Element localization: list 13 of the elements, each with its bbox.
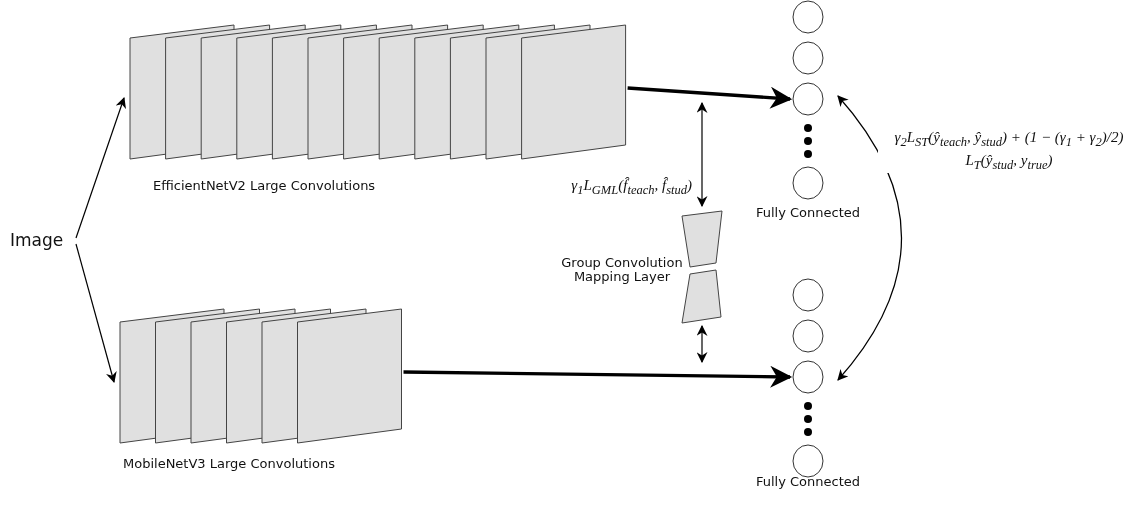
arrow bbox=[403, 365, 793, 388]
network-caption: MobileNetV3 Large Convolutions bbox=[123, 456, 335, 471]
arrow bbox=[627, 86, 793, 109]
input-label: Image bbox=[10, 230, 64, 250]
arrow bbox=[696, 101, 708, 208]
arrow bbox=[837, 95, 903, 381]
network-caption: EfficientNetV2 Large Convolutions bbox=[153, 178, 376, 193]
layer-caption: Fully Connected bbox=[754, 474, 862, 489]
arrow bbox=[696, 324, 708, 364]
layer-caption: Group Convolution Mapping Layer bbox=[560, 256, 684, 284]
arrow bbox=[75, 96, 126, 239]
layer-caption: Fully Connected bbox=[754, 205, 862, 220]
arrow bbox=[75, 243, 117, 384]
